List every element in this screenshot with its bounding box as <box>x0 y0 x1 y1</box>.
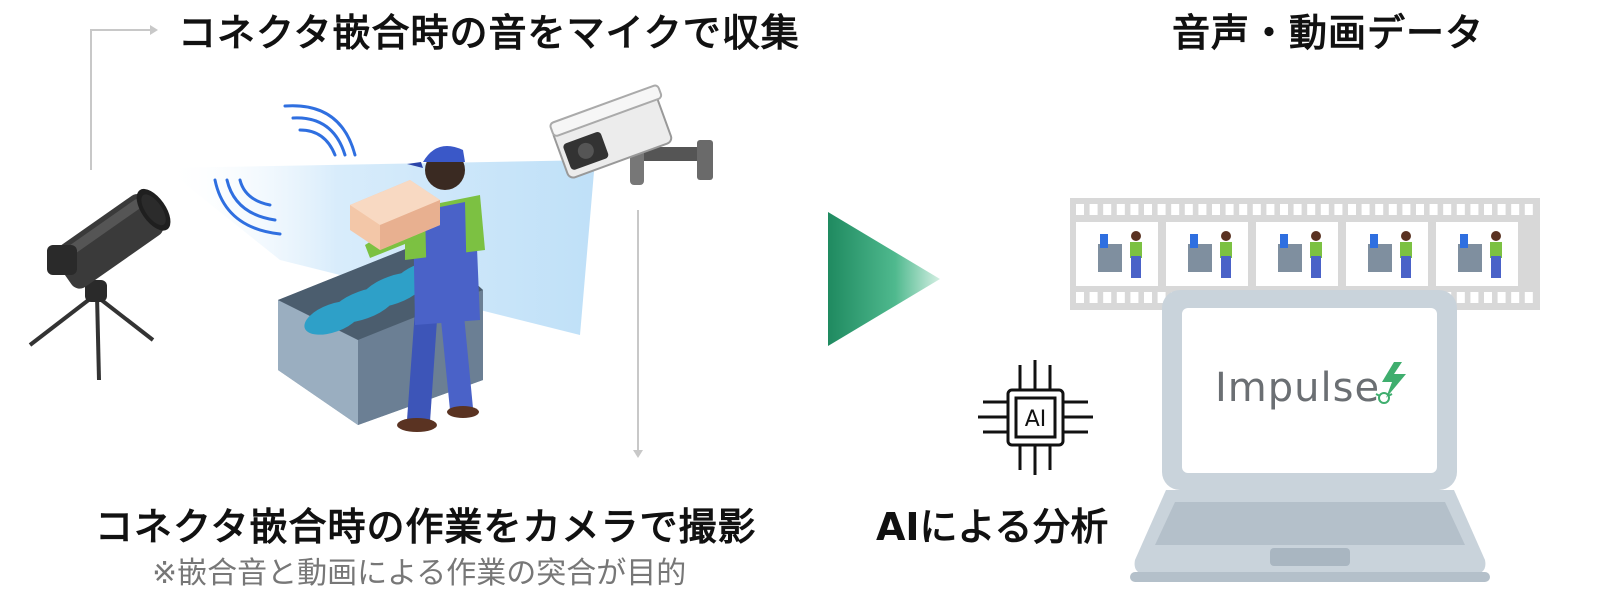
film-hole <box>1456 204 1465 215</box>
film-hole <box>1089 292 1098 303</box>
film-hole <box>1334 204 1343 215</box>
film-hole <box>1239 204 1248 215</box>
film-hole <box>1375 204 1384 215</box>
film-hole <box>1511 292 1520 303</box>
sound-wave-icon <box>213 104 357 236</box>
camera-connector-line <box>633 210 643 458</box>
film-hole <box>1524 204 1533 215</box>
film-hole <box>1252 204 1261 215</box>
film-hole <box>1416 204 1424 215</box>
camera-caption: コネクタ嵌合時の作業をカメラで撮影 <box>95 505 757 549</box>
security-camera-icon <box>549 84 713 185</box>
film-hole <box>1307 204 1316 215</box>
film-hole <box>1144 204 1152 215</box>
film-hole <box>1497 292 1506 303</box>
impulse-logo: Impulse <box>1215 365 1380 411</box>
worker-icon <box>350 146 485 432</box>
film-hole <box>1320 204 1329 215</box>
film-frame <box>1436 222 1518 286</box>
ai-caption: AIによる分析 <box>876 505 1109 549</box>
mic-connector-line <box>90 25 158 170</box>
film-hole <box>1184 204 1193 215</box>
film-hole <box>1470 292 1479 303</box>
ai-chip-label: AI <box>1025 407 1047 432</box>
film-hole <box>1497 204 1506 215</box>
film-hole <box>1456 292 1465 303</box>
film-hole <box>1484 204 1492 215</box>
mic-caption: コネクタ嵌合時の音をマイクで収集 <box>178 11 800 55</box>
purpose-note: ※嵌合音と動画による作業の突合が目的 <box>152 556 687 591</box>
film-hole <box>1116 292 1125 303</box>
play-arrow-icon <box>828 212 940 346</box>
film-hole <box>1524 292 1533 303</box>
film-hole <box>1130 292 1139 303</box>
film-hole <box>1198 204 1207 215</box>
film-hole <box>1484 292 1492 303</box>
film-hole <box>1089 204 1098 215</box>
film-hole <box>1130 204 1139 215</box>
film-hole <box>1348 204 1356 215</box>
film-hole <box>1280 204 1288 215</box>
microphone-icon <box>28 188 171 381</box>
film-hole <box>1293 204 1302 215</box>
film-hole <box>1266 204 1275 215</box>
film-hole <box>1511 204 1520 215</box>
film-frame <box>1166 222 1248 286</box>
film-hole <box>1225 204 1234 215</box>
film-frame <box>1256 222 1338 286</box>
film-hole <box>1402 204 1411 215</box>
audio-waveform-icon <box>1129 66 1482 188</box>
film-hole <box>1212 204 1220 215</box>
film-frame <box>1076 222 1158 286</box>
film-hole <box>1157 292 1166 303</box>
impulse-logo-text: Impulse <box>1215 365 1381 411</box>
film-hole <box>1470 204 1479 215</box>
film-hole <box>1361 204 1370 215</box>
impulse-logo-icon <box>1375 362 1406 404</box>
film-hole <box>1116 204 1125 215</box>
film-hole <box>1429 204 1438 215</box>
film-hole <box>1157 204 1166 215</box>
film-hole <box>1103 292 1112 303</box>
data-title: 音声・動画データ <box>1172 11 1485 55</box>
film-hole <box>1144 292 1152 303</box>
film-hole <box>1076 204 1084 215</box>
film-hole <box>1388 204 1397 215</box>
film-frame <box>1346 222 1428 286</box>
laptop-icon <box>1130 290 1490 582</box>
film-hole <box>1103 204 1112 215</box>
film-hole <box>1443 204 1452 215</box>
ai-chip-icon: AI <box>978 360 1093 475</box>
film-hole <box>1171 204 1180 215</box>
film-hole <box>1076 292 1084 303</box>
